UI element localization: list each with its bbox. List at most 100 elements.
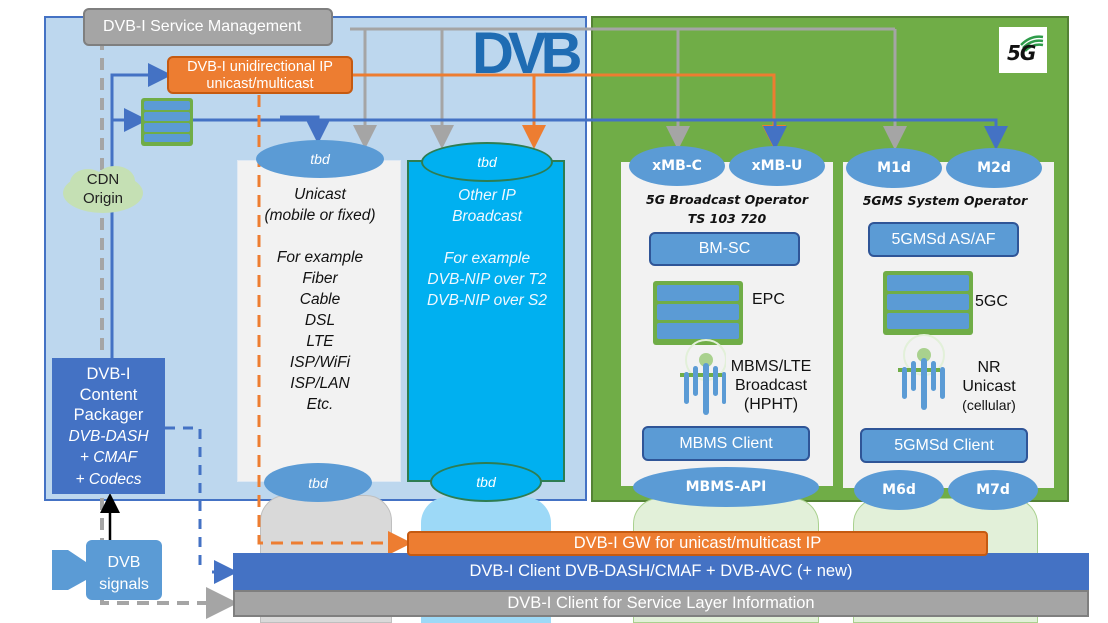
gateway-bar[interactable]: DVB-I GW for unicast/multicast IP [407,531,988,556]
5gc-label: 5GC [975,293,1008,310]
unicast-example: DSL [304,312,336,329]
m2d-interface[interactable]: M2d [946,148,1042,188]
unidirectional-ip-label-2: unicast/multicast [206,76,314,92]
xmb-c-label: xMB-C [652,158,702,174]
packager-output-dashed-line [165,426,238,584]
gms-operator-title-text: 5GMS System Operator [862,193,1028,208]
unicast-title-2: (mobile or fixed) [264,207,376,224]
radio-label-1: MBMS/LTE [730,358,812,375]
cdn-label-2: Origin [82,190,123,207]
nr-label-2: Unicast [962,378,1016,395]
packager-label-1: DVB-I [86,365,131,383]
other-ip-top-interface[interactable]: tbd [421,142,553,182]
unicast-top-interface-label: tbd [310,151,330,167]
bm-sc-box[interactable]: BM-SC [649,232,800,266]
packager-label-3: Packager [73,406,144,424]
packager-label-5: + CMAF [79,449,138,466]
cdn-distribution-line [110,63,1008,360]
xmb-u-interface[interactable]: xMB-U [729,146,825,186]
other-ip-example: DVB-NIP over S2 [426,292,548,309]
dvb-i-client-bar[interactable]: DVB-I Client DVB-DASH/CMAF + DVB-AVC (+ … [233,553,1089,590]
unidirectional-ip-line [353,73,786,149]
packager-label-2: Content [79,385,138,404]
epc-server-icon [653,281,743,345]
dvb-signals-label-2: signals [99,576,149,593]
dvb-signals-label-1: DVB [107,554,141,571]
m7d-interface[interactable]: M7d [948,470,1038,510]
service-management-box[interactable]: DVB-I Service Management [83,8,333,46]
nr-antenna-icon [898,334,945,410]
5gmsd-as-af-box[interactable]: 5GMSd AS/AF [868,222,1019,257]
unicast-example: Fiber [302,270,338,287]
cdn-label-1: CDN [86,171,120,188]
dvb-i-client-label: DVB-I Client DVB-DASH/CMAF + DVB-AVC (+ … [469,562,853,580]
unicast-bottom-interface[interactable]: tbd [264,463,372,502]
5gmsd-as-af-label: 5GMSd AS/AF [891,230,996,248]
broadcast-operator-title: 5G Broadcast Operator TS 103 720 [621,190,833,228]
other-ip-description: Other IP Broadcast For example DVB-NIP o… [410,185,564,311]
service-management-label: DVB-I Service Management [103,18,302,35]
other-ip-bottom-interface[interactable]: tbd [430,462,542,502]
mbms-client-label: MBMS Client [679,434,773,452]
service-layer-client-label: DVB-I Client for Service Layer Informati… [507,594,815,612]
5g-logo: 5G [999,27,1047,73]
other-ip-title-1: Other IP [458,187,516,204]
mbms-client-box[interactable]: MBMS Client [642,426,810,461]
m2d-label: M2d [977,160,1011,176]
packager-label-4: DVB-DASH [68,427,149,445]
dvb-logo: DVB [472,21,582,86]
unidirectional-ip-box[interactable]: DVB-I unidirectional IP unicast/multicas… [167,56,353,94]
nr-unicast-label: NR Unicast (cellular) [950,358,1028,415]
unicast-column [237,160,401,482]
gateway-dashed-line [257,95,412,555]
other-ip-bottom-interface-label: tbd [476,474,496,490]
other-ip-top-interface-label: tbd [477,154,497,170]
m7d-label: M7d [976,482,1010,498]
epc-label: EPC [752,291,785,308]
m1d-interface[interactable]: M1d [846,148,942,188]
m1d-label: M1d [877,160,911,176]
5gmsd-client-box[interactable]: 5GMSd Client [860,428,1028,463]
broadcast-antenna-icon [680,339,726,415]
broadcast-operator-title-2: TS 103 720 [687,211,767,226]
unicast-title-1: Unicast [294,186,346,203]
nr-label-3: (cellular) [962,397,1016,413]
unicast-bottom-interface-label: tbd [308,474,328,491]
other-ip-title-2: Broadcast [452,208,522,225]
unicast-example-heading: For example [276,249,364,266]
radio-label-2: Broadcast [734,377,808,394]
unicast-example: Etc. [306,396,334,413]
mbms-api-label: MBMS-API [685,479,767,495]
cdn-server-icon [141,98,193,146]
unicast-example: ISP/WiFi [289,354,351,371]
bm-sc-label: BM-SC [698,240,751,257]
broadcast-operator-title-1: 5G Broadcast Operator [646,192,808,207]
m6d-interface[interactable]: M6d [854,470,944,510]
mbms-api-interface[interactable]: MBMS-API [633,467,819,507]
service-layer-dashed-line [100,38,238,619]
content-packager-box[interactable]: DVB-I Content Packager DVB-DASH + CMAF +… [52,358,165,494]
other-ip-example: DVB-NIP over T2 [427,271,547,288]
unidirectional-ip-label-1: DVB-I unidirectional IP [187,59,333,75]
dvb-signals-camera-icon [52,540,162,600]
5g-logo-text: 5G [1007,41,1036,65]
packager-label-6: + Codecs [75,470,142,488]
mbms-lte-broadcast-label: MBMS/LTE Broadcast (HPHT) [726,357,816,414]
radio-label-3: (HPHT) [743,396,799,413]
unicast-example: Cable [299,291,341,308]
gateway-label: DVB-I GW for unicast/multicast IP [573,534,822,552]
5gmsd-client-label: 5GMSd Client [894,436,994,454]
unicast-example: LTE [306,333,334,350]
unicast-top-interface[interactable]: tbd [256,140,384,178]
m6d-label: M6d [882,482,916,498]
5gc-server-icon [883,271,973,335]
service-management-line [350,27,907,150]
gms-operator-title: 5GMS System Operator [843,191,1047,210]
cdn-origin-label: CDN Origin [60,170,146,208]
xmb-c-interface[interactable]: xMB-C [629,146,725,186]
nr-label-1: NR [977,359,1001,376]
dvb-signals-label: DVB signals [86,552,162,596]
service-layer-client-bar[interactable]: DVB-I Client for Service Layer Informati… [233,590,1089,617]
other-ip-example-heading: For example [443,250,531,267]
